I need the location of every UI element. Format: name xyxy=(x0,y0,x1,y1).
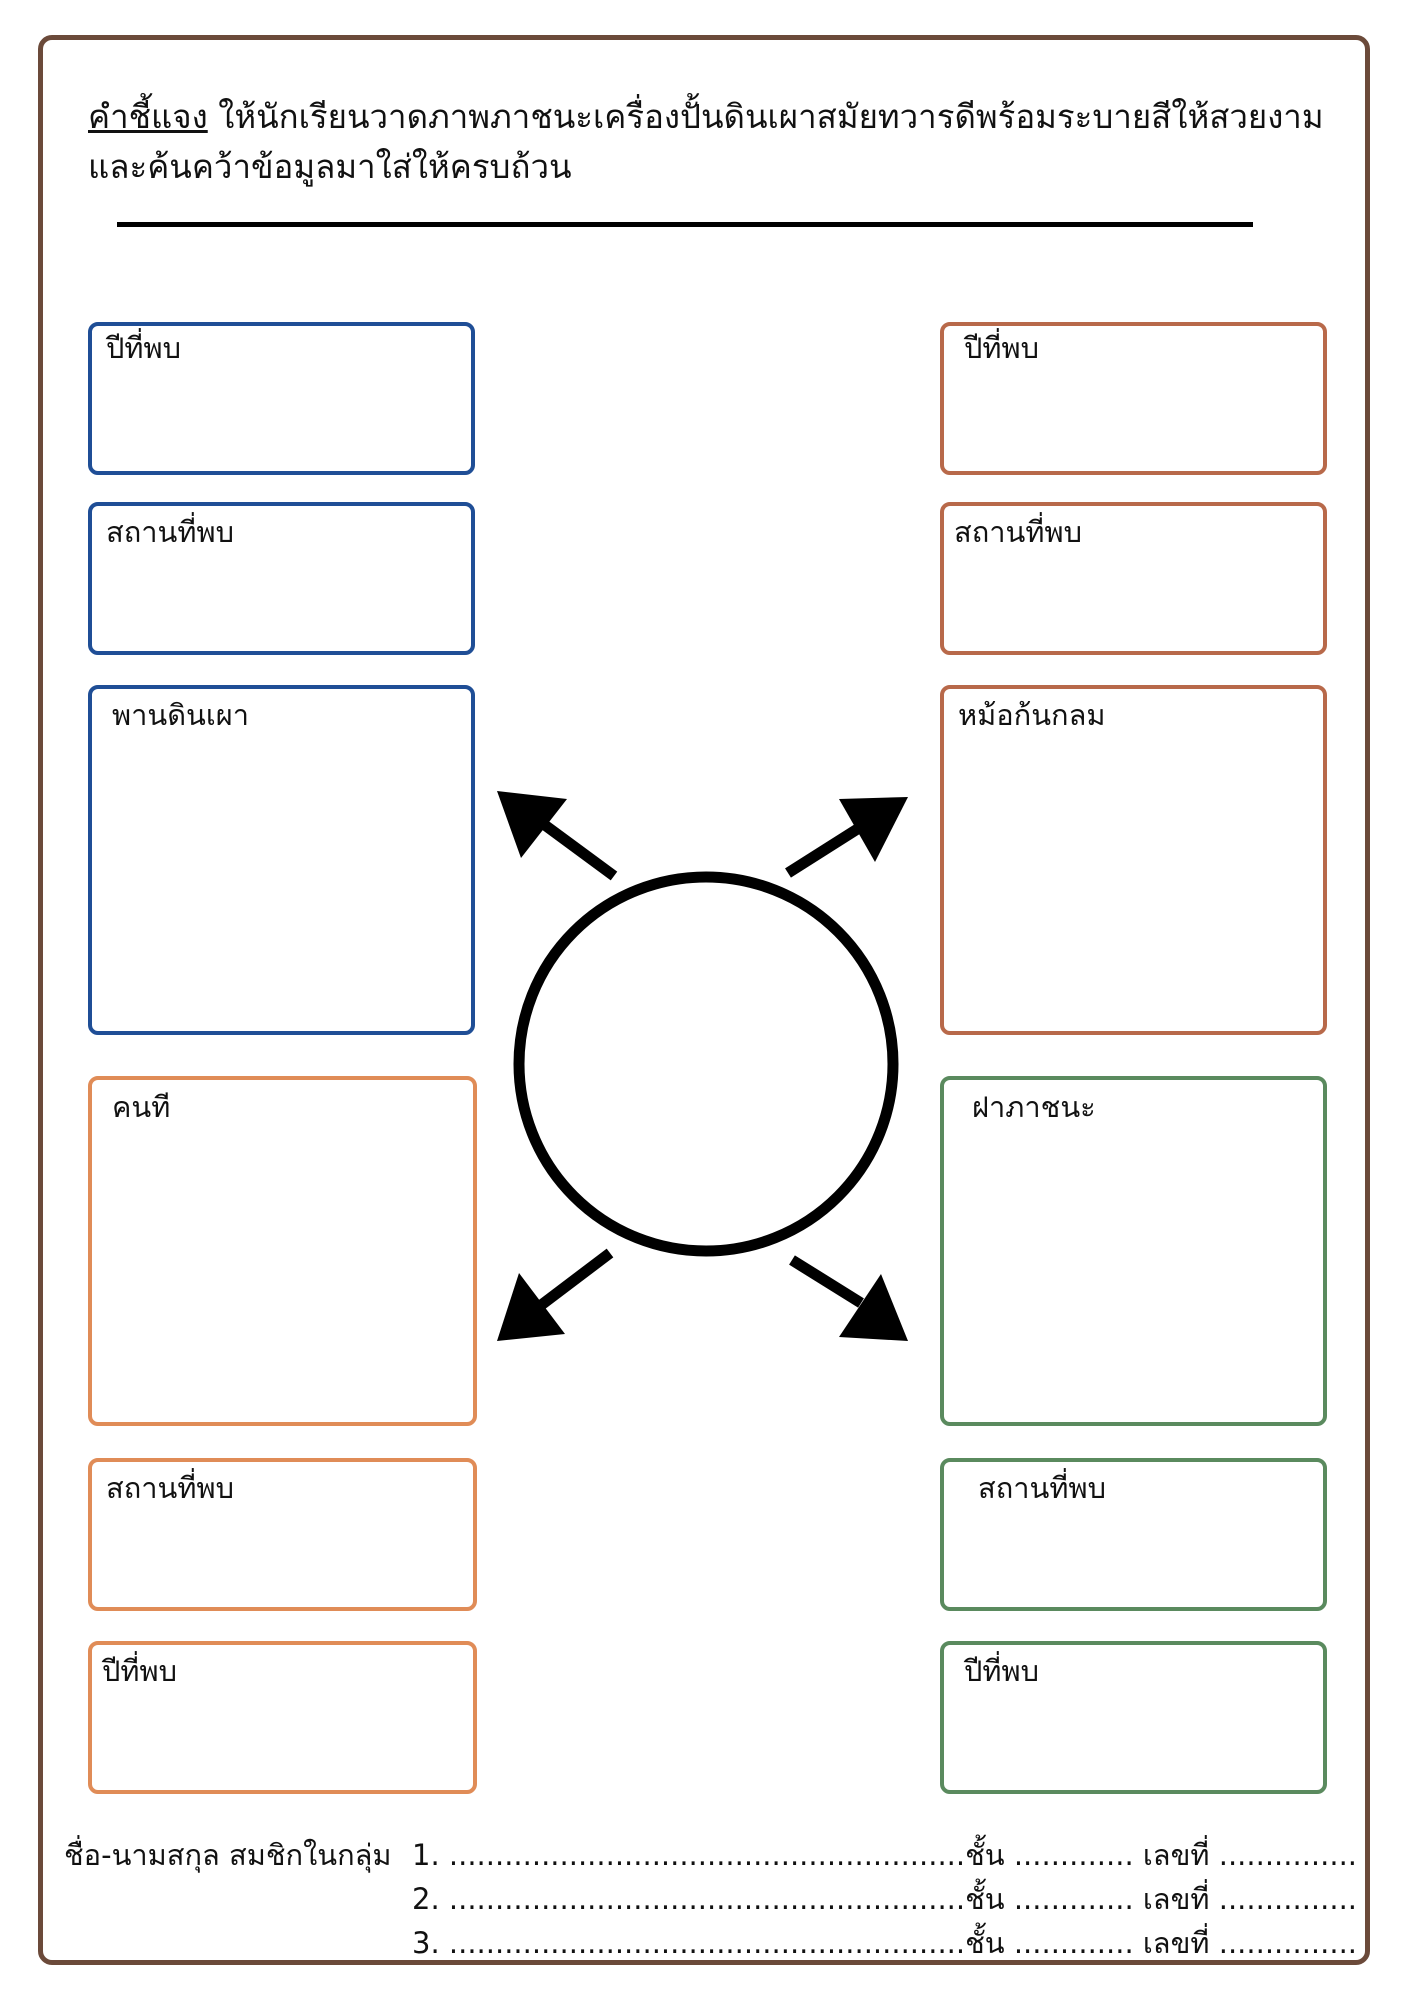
left-bottom-main-box[interactable]: คนที xyxy=(88,1076,477,1426)
instructions: คำชี้แจง ให้นักเรียนวาดภาพภาชนะเครื่องปั… xyxy=(88,92,1358,192)
right-top-main-box[interactable]: หม้อก้นกลม xyxy=(940,685,1327,1035)
page-frame xyxy=(38,35,1370,1965)
box-label: ปีที่พบ xyxy=(964,1654,1040,1688)
box-label: สถานที่พบ xyxy=(978,1471,1107,1505)
box-label: สถานที่พบ xyxy=(106,1471,235,1505)
arrow-down-right-icon xyxy=(789,1255,908,1341)
box-label: พานดินเผา xyxy=(112,698,250,732)
box-label: หม้อก้นกลม xyxy=(958,698,1106,732)
right-bottom-place-box[interactable]: สถานที่พบ xyxy=(940,1458,1327,1611)
right-bottom-main-box[interactable]: ฝาภาชนะ xyxy=(940,1076,1327,1426)
box-label: ปีที่พบ xyxy=(106,331,182,365)
footer-label: ชื่อ-นามสกุล สมชิกในกลุ่ม xyxy=(64,1838,392,1872)
left-top-year-box[interactable]: ปีที่พบ xyxy=(88,322,475,475)
arrow-up-right-icon xyxy=(785,797,908,878)
box-label: ปีที่พบ xyxy=(964,331,1040,365)
instructions-text-1: ให้นักเรียนวาดภาพภาชนะเครื่องปั้นดินเผาส… xyxy=(207,97,1324,136)
arrow-down-left-icon xyxy=(497,1248,614,1341)
left-top-place-box[interactable]: สถานที่พบ xyxy=(88,502,475,655)
box-label: สถานที่พบ xyxy=(106,515,235,549)
right-top-place-box[interactable]: สถานที่พบ xyxy=(940,502,1327,655)
left-bottom-year-box[interactable]: ปีที่พบ xyxy=(88,1641,477,1794)
right-bottom-year-box[interactable]: ปีที่พบ xyxy=(940,1641,1327,1794)
instructions-line-1: คำชี้แจง ให้นักเรียนวาดภาพภาชนะเครื่องปั… xyxy=(88,92,1358,142)
instructions-text-2: และค้นคว้าข้อมูลมาใส่ให้ครบถ้วน xyxy=(88,147,572,186)
box-label: คนที xyxy=(112,1090,171,1124)
box-label: ฝาภาชนะ xyxy=(972,1090,1096,1124)
right-top-year-box[interactable]: ปีที่พบ xyxy=(940,322,1327,475)
title-divider xyxy=(117,222,1253,227)
footer-row-1: 1. .....................................… xyxy=(412,1838,1358,1872)
box-label: สถานที่พบ xyxy=(954,515,1083,549)
box-label: ปีที่พบ xyxy=(102,1654,178,1688)
instructions-heading: คำชี้แจง xyxy=(88,97,208,136)
arrow-up-left-icon xyxy=(497,791,618,881)
footer-row-3: 3. .....................................… xyxy=(412,1926,1358,1960)
left-bottom-place-box[interactable]: สถานที่พบ xyxy=(88,1458,477,1611)
footer-row-2: 2. .....................................… xyxy=(412,1882,1358,1916)
center-circle[interactable] xyxy=(513,871,899,1257)
left-top-main-box[interactable]: พานดินเผา xyxy=(88,685,475,1035)
